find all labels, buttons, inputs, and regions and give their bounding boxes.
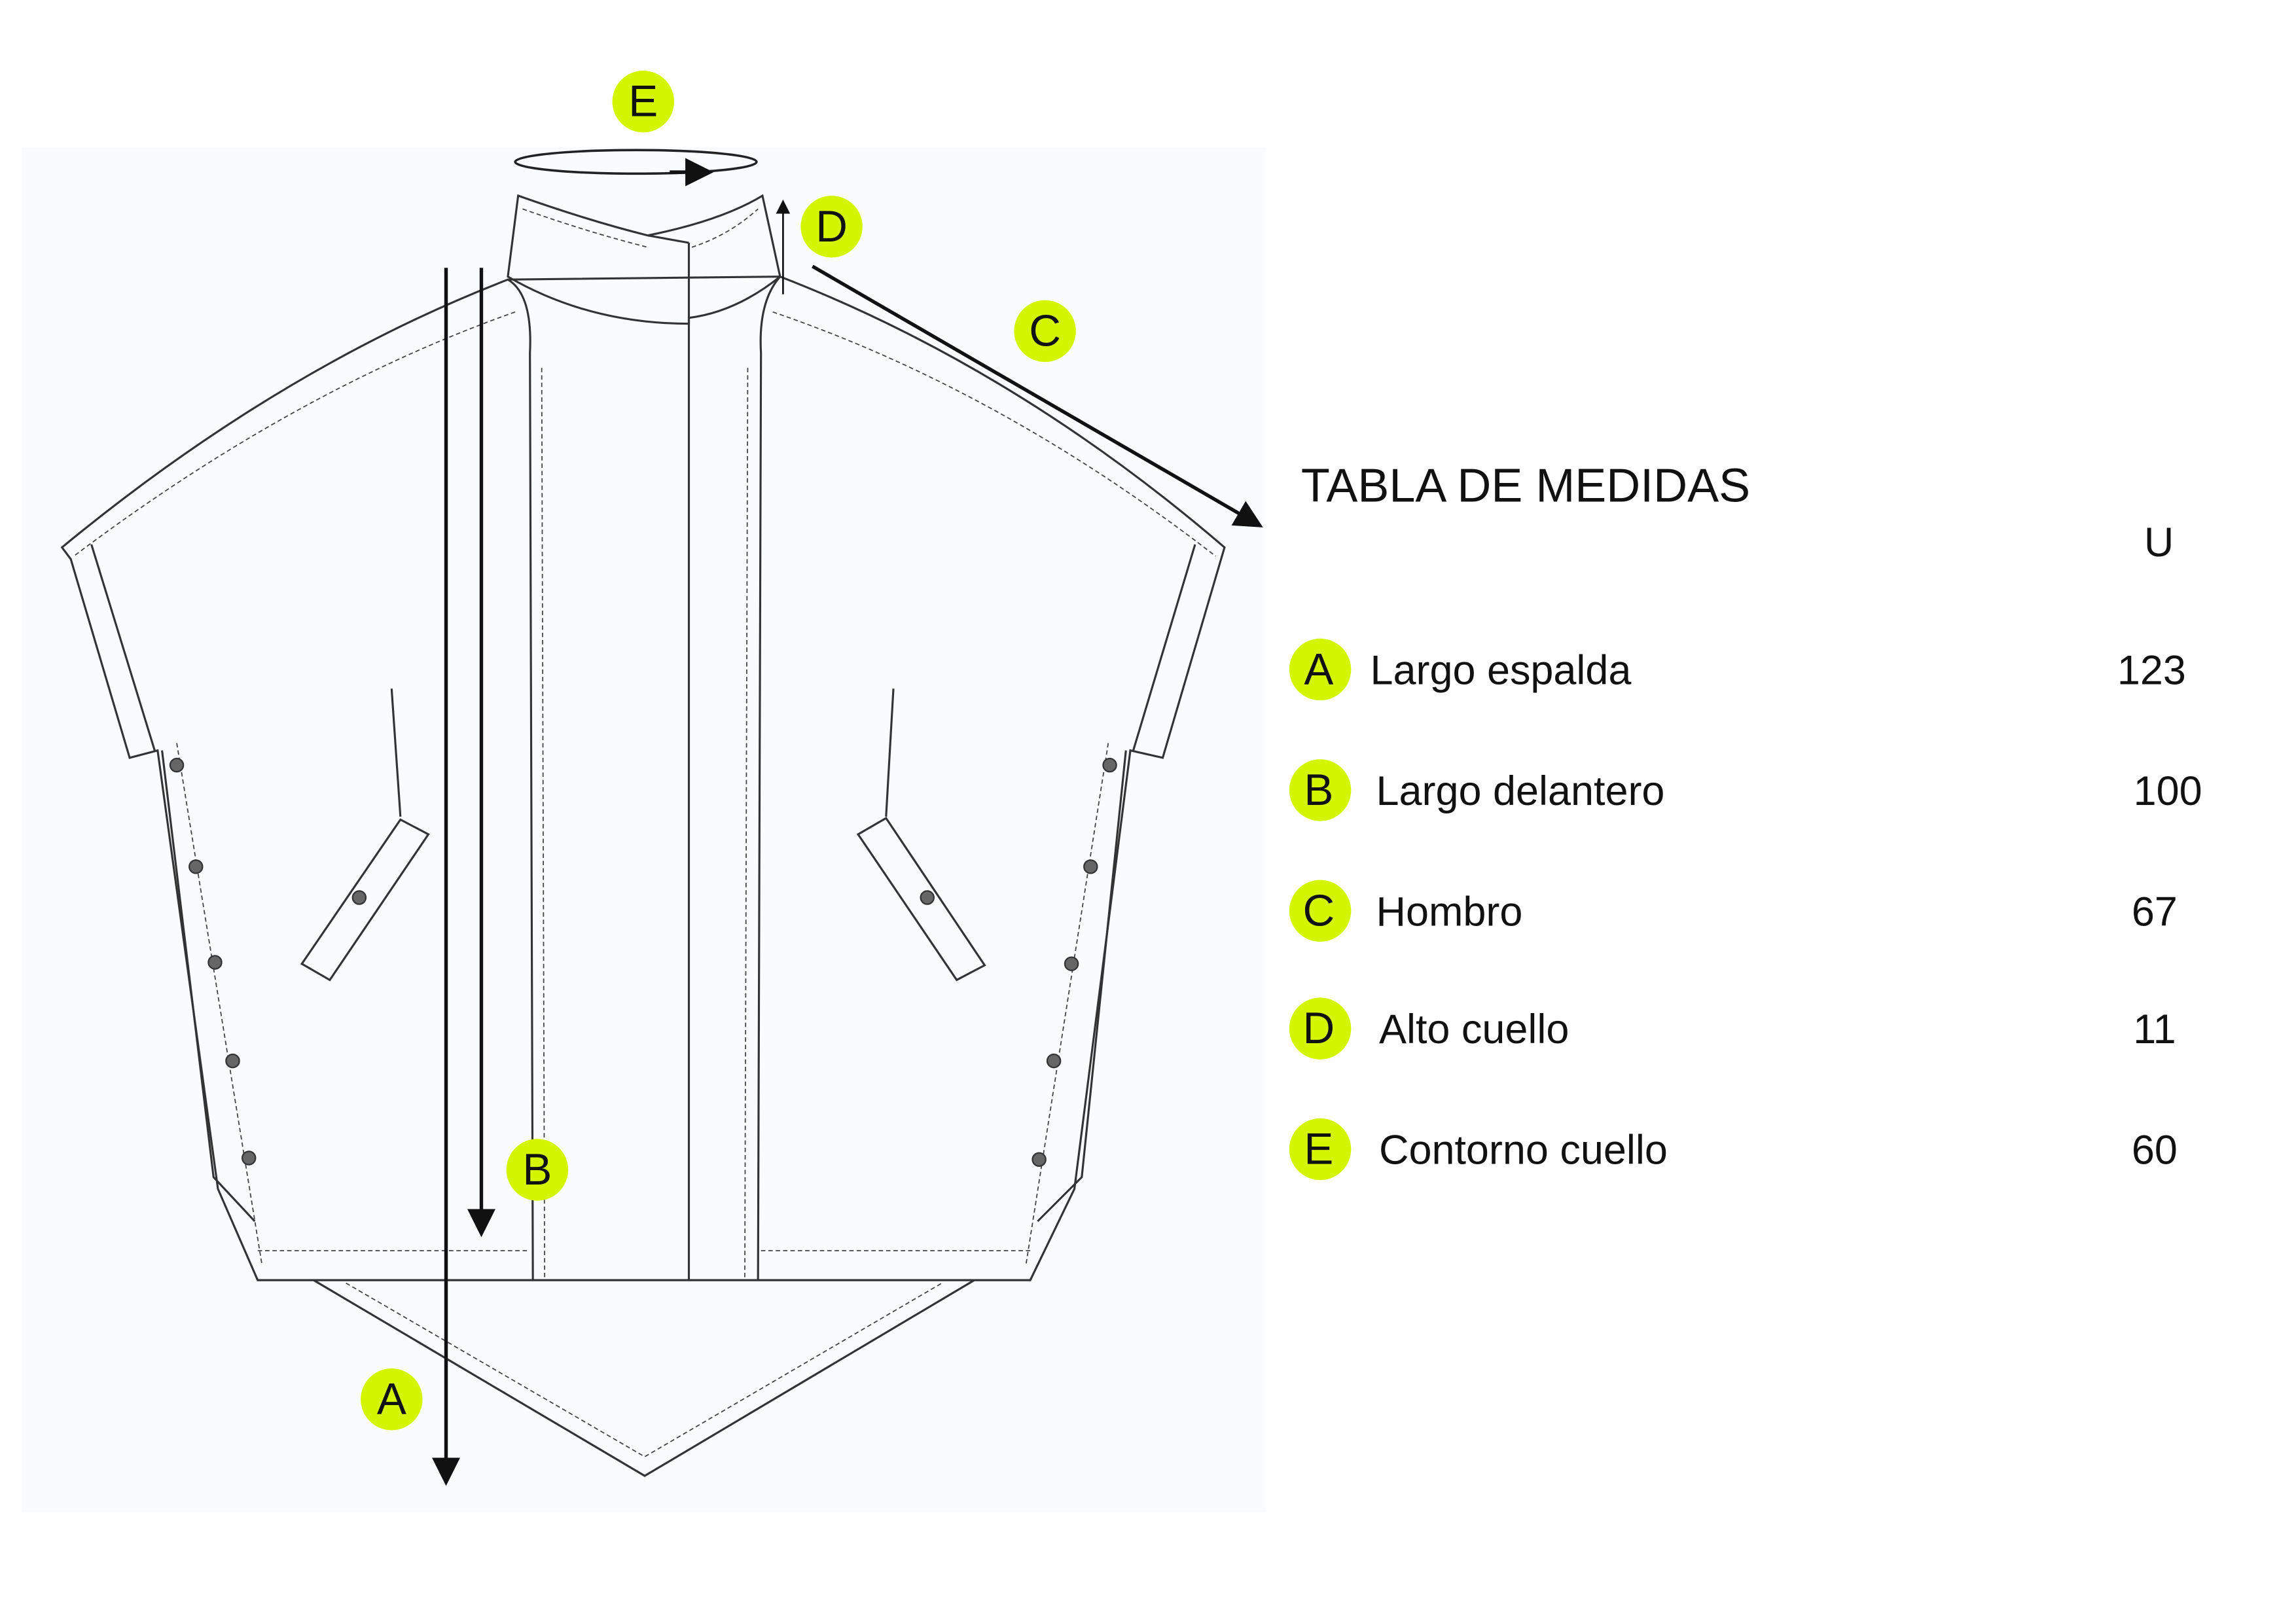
label-a: A bbox=[361, 1368, 423, 1431]
svg-text:B: B bbox=[522, 1145, 552, 1194]
label-e: E bbox=[612, 70, 675, 133]
pocket-welts bbox=[390, 688, 895, 817]
arrow-c bbox=[812, 264, 1263, 527]
unit-header: U bbox=[2144, 520, 2174, 565]
body-outline bbox=[60, 276, 1226, 1281]
svg-text:C: C bbox=[1302, 886, 1335, 935]
svg-text:D: D bbox=[1302, 1004, 1335, 1053]
back-hem bbox=[313, 1279, 975, 1477]
pocket-button bbox=[920, 890, 935, 905]
row-badge bbox=[1289, 880, 1352, 942]
garment-drawing bbox=[60, 194, 1226, 1477]
svg-text:E: E bbox=[1304, 1125, 1333, 1174]
row-badge bbox=[1289, 1118, 1352, 1181]
svg-text:D: D bbox=[816, 202, 848, 251]
svg-text:A: A bbox=[1304, 645, 1333, 694]
label-d: D bbox=[800, 196, 863, 258]
side-buttons bbox=[169, 757, 1117, 1167]
svg-text:67: 67 bbox=[2132, 889, 2178, 935]
table-row: E Contorno cuello 60 bbox=[1289, 1118, 2178, 1181]
pocket-button bbox=[351, 890, 367, 905]
svg-text:Contorno cuello: Contorno cuello bbox=[1379, 1127, 1668, 1173]
svg-text:123: 123 bbox=[2117, 648, 2186, 694]
svg-text:11: 11 bbox=[2133, 1007, 2176, 1052]
right-pocket-flap bbox=[856, 817, 986, 982]
svg-text:E: E bbox=[628, 77, 658, 126]
left-pocket-flap bbox=[300, 818, 430, 982]
svg-text:A: A bbox=[377, 1375, 406, 1424]
measurement-table: TABLA DE MEDIDAS U A Largo espalda 123 B… bbox=[1289, 460, 2202, 1181]
table-row: C Hombro 67 bbox=[1289, 880, 2178, 942]
table-row: A Largo espalda 123 bbox=[1289, 638, 2186, 701]
row-badge bbox=[1289, 759, 1352, 821]
drawing-background bbox=[22, 147, 1266, 1513]
svg-text:Alto cuello: Alto cuello bbox=[1379, 1007, 1569, 1052]
svg-text:B: B bbox=[1304, 766, 1333, 815]
svg-text:Largo delantero: Largo delantero bbox=[1376, 768, 1665, 814]
table-title: TABLA DE MEDIDAS bbox=[1301, 460, 1750, 512]
arrow-e bbox=[514, 149, 758, 187]
svg-text:60: 60 bbox=[2132, 1127, 2178, 1173]
row-badge bbox=[1289, 997, 1352, 1060]
svg-text:Largo espalda: Largo espalda bbox=[1371, 648, 1632, 694]
row-badge bbox=[1289, 638, 1352, 701]
svg-text:C: C bbox=[1029, 306, 1061, 355]
svg-text:100: 100 bbox=[2134, 768, 2202, 814]
label-b: B bbox=[506, 1139, 569, 1201]
collar bbox=[507, 194, 781, 325]
label-c: C bbox=[1014, 300, 1076, 363]
table-row: D Alto cuello 11 bbox=[1289, 997, 2176, 1060]
table-row: B Largo delantero 100 bbox=[1289, 759, 2202, 821]
svg-text:Hombro: Hombro bbox=[1376, 889, 1523, 935]
